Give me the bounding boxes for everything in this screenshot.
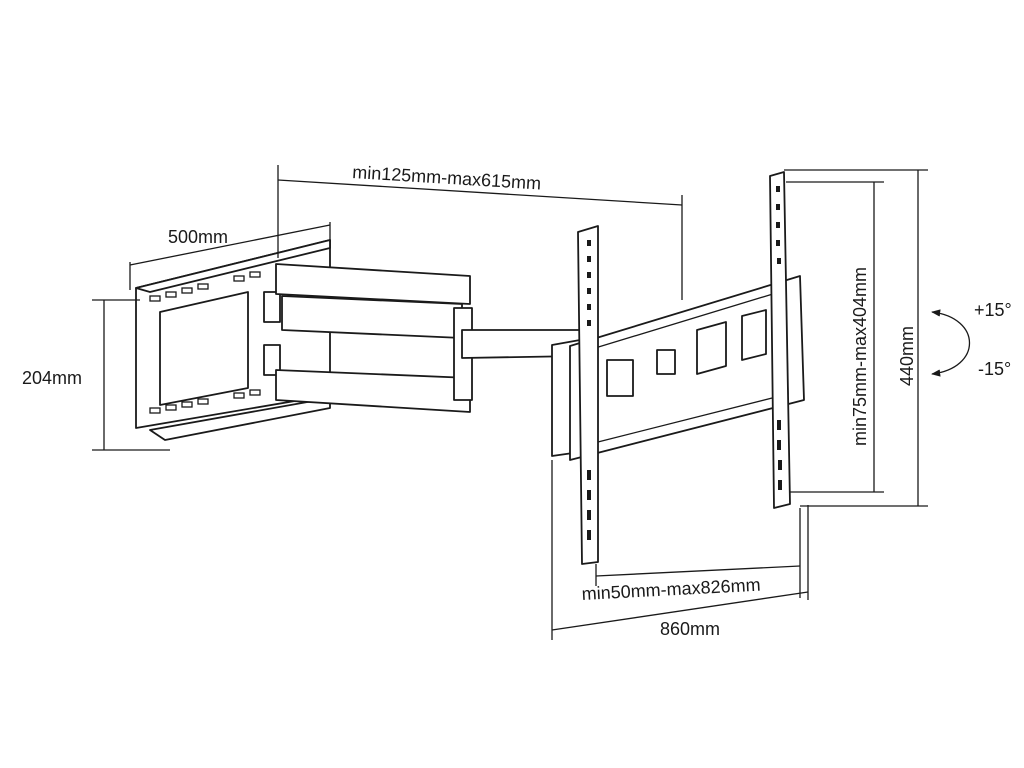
wall-hinge-bottom — [263, 344, 281, 376]
articulating-arms — [275, 263, 581, 413]
tilt-knob — [606, 359, 634, 397]
tilt-up-label: +15° — [974, 300, 1012, 320]
wall-plate-height-label: 204mm — [22, 368, 82, 388]
tv-bracket — [551, 171, 805, 565]
lock-block — [656, 349, 676, 375]
wall-plate-width-label: 500mm — [168, 227, 228, 247]
vesa-vertical-label: min75mm-max404mm — [850, 267, 870, 446]
bracket-height-label: 440mm — [897, 326, 917, 386]
vesa-horizontal-dim-line — [595, 565, 801, 577]
tilt-down-label: -15° — [978, 359, 1011, 379]
rail-holes — [587, 186, 782, 540]
wall-hinge-top — [263, 291, 281, 323]
arm-extension-label: min125mm-max615mm — [352, 162, 542, 194]
arm-upper-outer — [275, 263, 471, 305]
wall-plate-cutout — [159, 291, 249, 406]
dimension-lines — [92, 165, 928, 640]
arm-upper-inner — [281, 295, 463, 339]
bracket-width-dim-line — [551, 591, 809, 631]
vertical-rail-right — [769, 171, 791, 509]
wall-plate-width-dim-line — [129, 224, 331, 266]
vesa-horizontal-label: min50mm-max826mm — [581, 575, 761, 604]
bracket-crossbar — [569, 275, 805, 461]
arm-extension-dim-line — [277, 179, 683, 206]
bracket-width-label: 860mm — [660, 619, 720, 639]
tilt-arrow — [931, 309, 970, 377]
wall-plate-slots — [149, 271, 261, 414]
arm-lower — [275, 369, 471, 413]
vertical-rail-left — [577, 225, 599, 565]
